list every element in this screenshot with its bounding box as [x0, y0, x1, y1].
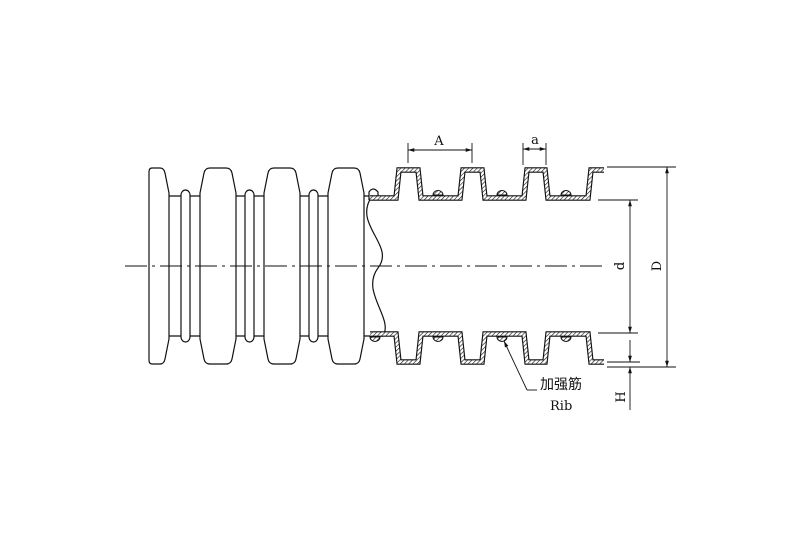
rib-section [560, 190, 572, 196]
rib-section [432, 190, 444, 196]
rib-section [496, 336, 508, 342]
dimension-D: D [650, 167, 669, 367]
rib-label-en: Rib [550, 399, 572, 414]
dimension-H: H [614, 340, 632, 410]
end-flange [148, 167, 170, 365]
rib-section [432, 336, 444, 342]
rib-label-cn: 加强筋 [540, 376, 582, 393]
dimension-a: a [522, 133, 547, 165]
label-A: A [433, 134, 444, 149]
pipe-section-view [369, 167, 604, 365]
label-d: d [613, 262, 628, 270]
label-H: H [614, 391, 629, 402]
corrugation-crest [199, 167, 237, 365]
top-wall-section [370, 168, 604, 200]
rib-section [560, 336, 572, 342]
label-D: D [650, 261, 665, 271]
dimension-d: d [613, 200, 632, 333]
label-a: a [531, 133, 539, 148]
rib-section [496, 190, 508, 196]
break-line [366, 195, 386, 337]
rib-callout: 加强筋 Rib [503, 340, 582, 414]
dimension-A: A [407, 134, 473, 163]
bottom-wall-section [370, 332, 604, 364]
rib-section [369, 336, 381, 342]
